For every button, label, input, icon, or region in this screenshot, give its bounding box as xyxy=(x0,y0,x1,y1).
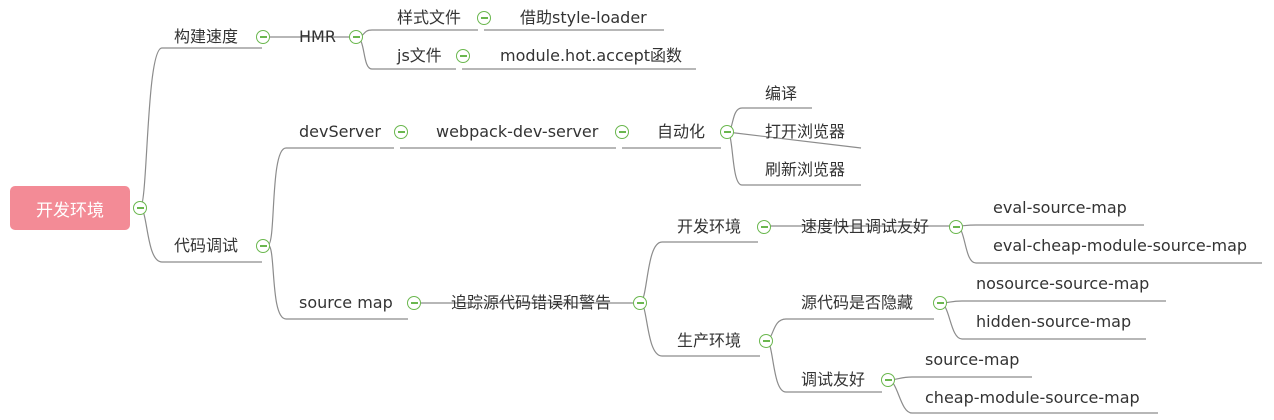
collapse-toggle-icon[interactable] xyxy=(949,220,963,234)
node-dev-env[interactable]: 开发环境 xyxy=(677,217,742,236)
collapse-toggle-icon[interactable] xyxy=(256,239,270,253)
node-dev-server[interactable]: devServer xyxy=(299,122,381,141)
node-fast-debug[interactable]: 速度快且调试友好 xyxy=(801,217,930,236)
collapse-toggle-icon[interactable] xyxy=(759,334,773,348)
root-node[interactable]: 开发环境 xyxy=(10,186,130,230)
node-refresh-browser[interactable]: 刷新浏览器 xyxy=(765,160,846,179)
collapse-toggle-icon[interactable] xyxy=(757,220,771,234)
node-compile[interactable]: 编译 xyxy=(765,84,798,103)
collapse-toggle-icon[interactable] xyxy=(256,30,270,44)
node-style-loader[interactable]: 借助style-loader xyxy=(520,8,647,27)
node-eval-cheap-module-source-map[interactable]: eval-cheap-module-source-map xyxy=(993,236,1248,255)
node-hide-source[interactable]: 源代码是否隐藏 xyxy=(801,293,914,312)
collapse-toggle-icon[interactable] xyxy=(349,30,363,44)
node-track-errors[interactable]: 追踪源代码错误和警告 xyxy=(451,293,612,312)
collapse-toggle-icon[interactable] xyxy=(615,125,629,139)
collapse-toggle-icon[interactable] xyxy=(407,296,421,310)
node-prod-env[interactable]: 生产环境 xyxy=(677,331,742,350)
collapse-toggle-icon[interactable] xyxy=(720,125,734,139)
node-hmr[interactable]: HMR xyxy=(299,27,336,46)
node-source-map-option[interactable]: source-map xyxy=(925,350,1020,369)
collapse-toggle-icon[interactable] xyxy=(133,201,147,215)
collapse-toggle-icon[interactable] xyxy=(633,296,647,310)
collapse-toggle-icon[interactable] xyxy=(456,49,470,63)
node-source-map[interactable]: source map xyxy=(299,293,393,312)
node-eval-source-map[interactable]: eval-source-map xyxy=(993,198,1127,217)
node-build-speed[interactable]: 构建速度 xyxy=(174,27,239,46)
node-js-files[interactable]: js文件 xyxy=(397,46,442,65)
node-hidden-source-map[interactable]: hidden-source-map xyxy=(976,312,1132,331)
collapse-toggle-icon[interactable] xyxy=(394,125,408,139)
collapse-toggle-icon[interactable] xyxy=(881,373,895,387)
node-style-files[interactable]: 样式文件 xyxy=(397,8,462,27)
node-open-browser[interactable]: 打开浏览器 xyxy=(765,122,846,141)
node-debug-friendly[interactable]: 调试友好 xyxy=(801,370,866,389)
node-cheap-module-source-map[interactable]: cheap-module-source-map xyxy=(925,388,1140,407)
collapse-toggle-icon[interactable] xyxy=(933,296,947,310)
node-code-debug[interactable]: 代码调试 xyxy=(174,236,239,255)
collapse-toggle-icon[interactable] xyxy=(477,11,491,25)
node-hot-accept[interactable]: module.hot.accept函数 xyxy=(500,46,683,65)
node-nosource-source-map[interactable]: nosource-source-map xyxy=(976,274,1150,293)
node-automation[interactable]: 自动化 xyxy=(657,122,706,141)
node-webpack-dev-server[interactable]: webpack-dev-server xyxy=(436,122,599,141)
